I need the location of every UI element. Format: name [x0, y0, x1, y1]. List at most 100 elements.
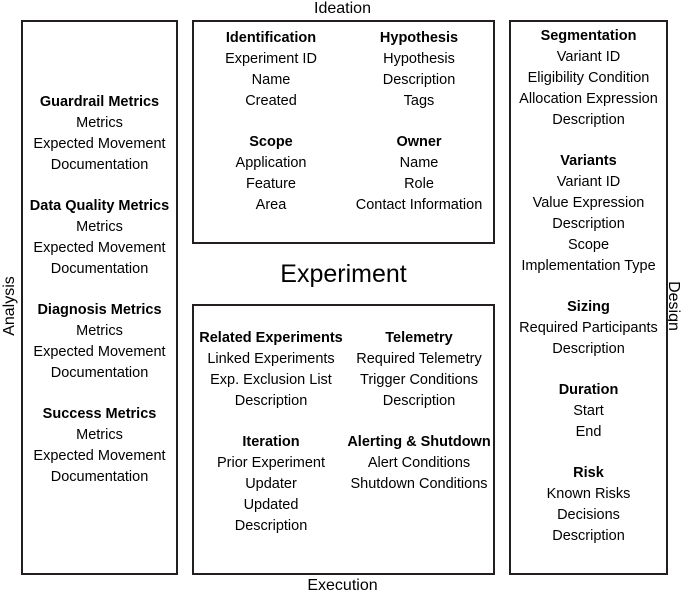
- group-item: Area: [255, 197, 287, 213]
- group-item: Updater: [245, 476, 297, 492]
- group-title: Success Metrics: [42, 406, 157, 422]
- group-item: Allocation Expression: [519, 91, 658, 107]
- group-item: Expected Movement: [33, 136, 166, 152]
- group-item: Implementation Type: [521, 258, 656, 274]
- group-item: Expected Movement: [33, 344, 166, 360]
- group-item: Required Participants: [519, 320, 658, 336]
- group-title: Related Experiments: [199, 330, 343, 346]
- group-item: Alert Conditions: [367, 455, 471, 471]
- group-item: Expected Movement: [33, 448, 166, 464]
- edge-label-ideation: Ideation: [314, 0, 371, 17]
- group-title: Identification: [225, 30, 317, 46]
- group-item: Documentation: [50, 469, 149, 485]
- group-title: Diagnosis Metrics: [37, 302, 162, 318]
- group-item: Experiment ID: [225, 51, 317, 67]
- group-title: Variants: [560, 153, 617, 169]
- group-title: Data Quality Metrics: [29, 198, 170, 214]
- group-item: Updated: [243, 497, 299, 513]
- group-title: Iteration: [242, 434, 300, 450]
- group-item: Tags: [403, 93, 435, 109]
- panel-design: [509, 20, 668, 575]
- group-item: Scope: [567, 237, 610, 253]
- group-item: Feature: [246, 176, 296, 192]
- group-title: Alerting & Shutdown: [347, 434, 491, 450]
- group-item: Known Risks: [546, 486, 631, 502]
- group-item: Documentation: [50, 157, 149, 173]
- group-item: Expected Movement: [33, 240, 166, 256]
- group-item: Variant ID: [556, 49, 621, 65]
- center-title-experiment: Experiment: [280, 260, 407, 288]
- group-item: Required Telemetry: [356, 351, 482, 367]
- group-item: Documentation: [50, 365, 149, 381]
- group-item: Hypothesis: [383, 51, 455, 67]
- group-title: Guardrail Metrics: [39, 94, 160, 110]
- group-item: Description: [552, 528, 625, 544]
- group-title: Telemetry: [385, 330, 453, 346]
- group-item: Decisions: [557, 507, 620, 523]
- group-title: Duration: [558, 382, 619, 398]
- group-item: Description: [234, 393, 308, 409]
- panel-analysis: [21, 20, 178, 575]
- group-item: Documentation: [50, 261, 149, 277]
- group-item: Created: [245, 93, 297, 109]
- group-item: Value Expression: [532, 195, 645, 211]
- group-item: Description: [552, 112, 625, 128]
- group-item: Metrics: [76, 427, 123, 443]
- group-title: Scope: [249, 134, 293, 150]
- group-item: Name: [251, 72, 291, 88]
- group-title: Risk: [573, 465, 604, 481]
- group-item: Description: [382, 72, 456, 88]
- group-item: Role: [404, 176, 434, 192]
- group-item: Description: [552, 341, 625, 357]
- group-item: Eligibility Condition: [527, 70, 650, 86]
- group-title: Segmentation: [540, 28, 637, 44]
- group-item: Linked Experiments: [207, 351, 335, 367]
- group-title: Hypothesis: [379, 30, 459, 46]
- group-title: Sizing: [567, 299, 610, 315]
- group-item: Variant ID: [556, 174, 621, 190]
- panel-execution: [192, 304, 495, 575]
- group-item: Trigger Conditions: [360, 372, 478, 388]
- group-item: Name: [399, 155, 439, 171]
- edge-label-analysis: Analysis: [1, 276, 18, 336]
- group-item: Description: [382, 393, 456, 409]
- panel-ideation: [192, 20, 495, 244]
- group-title: Owner: [396, 134, 442, 150]
- group-item: Description: [552, 216, 625, 232]
- group-item: Shutdown Conditions: [350, 476, 488, 492]
- group-item: Start: [573, 403, 604, 419]
- group-item: End: [575, 424, 602, 440]
- group-item: Metrics: [76, 115, 123, 131]
- group-item: Metrics: [76, 219, 123, 235]
- group-item: Application: [235, 155, 307, 171]
- edge-label-execution: Execution: [307, 577, 378, 594]
- group-item: Exp. Exclusion List: [210, 372, 332, 388]
- group-item: Prior Experiment: [217, 455, 325, 471]
- group-item: Contact Information: [355, 197, 483, 213]
- group-item: Description: [234, 518, 308, 534]
